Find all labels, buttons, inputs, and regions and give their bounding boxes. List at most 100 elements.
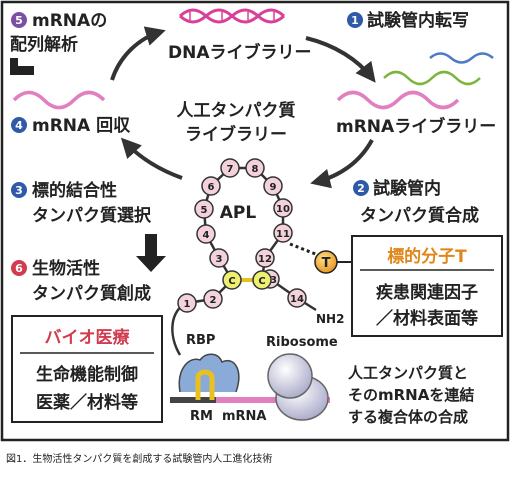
step-3-badge	[11, 182, 27, 198]
apl-residue-label: 10	[276, 204, 290, 215]
apl-residue	[255, 248, 275, 268]
bio-box-frame	[11, 315, 163, 423]
apl-residue	[203, 289, 223, 309]
apl-residue-label: 3	[216, 254, 223, 265]
apl-nh2-label: NH2	[316, 312, 344, 326]
step-5-line2: 配列解析	[10, 34, 78, 55]
dna-library-label: DNAライブラリー	[168, 42, 312, 63]
step-5-line1: mRNAの	[32, 11, 107, 31]
step-1-text: 試験管内転写	[367, 10, 469, 31]
figure-caption: 図1．生物活性タンパク質を創成する試験管内人工進化技術	[6, 452, 272, 465]
apl-residue-label: 4	[203, 230, 210, 241]
step-4-badge	[11, 117, 27, 133]
step-1-badge	[347, 12, 363, 28]
protein-library-line1: 人工タンパク質	[177, 100, 296, 121]
apl-residue	[220, 158, 240, 178]
step-1-number: 1	[351, 14, 359, 27]
complex-desc-line3: する複合体の合成	[348, 408, 468, 426]
step-2-badge	[353, 180, 369, 196]
mrna-protein-complex: RBP Ribosome RM mRNA 人工タンパク質と そのmRNAを連結 …	[170, 333, 474, 426]
apl-residue-label: 7	[227, 164, 234, 175]
step-2-line2: タンパク質合成	[360, 205, 479, 226]
step-3-line2: タンパク質選択	[32, 205, 152, 226]
outer-frame	[0, 0, 510, 442]
complex-desc-line2: そのmRNAを連結	[348, 386, 474, 404]
apl-residue	[273, 223, 293, 243]
step-4-text: mRNA 回収	[32, 116, 131, 136]
ribosome-large-subunit	[267, 353, 313, 399]
apl-residue	[245, 158, 265, 178]
complex-desc-line1: 人工タンパク質と	[348, 364, 468, 382]
apl-backbone	[186, 166, 298, 305]
rbp-label: RBP	[186, 333, 215, 348]
step-3-number: 3	[15, 184, 23, 197]
step-2-number: 2	[357, 182, 365, 195]
cycle-arrow-dna-to-mrna	[305, 36, 376, 83]
target-molecule-icon	[314, 250, 338, 274]
apl-residue-label: 2	[210, 295, 217, 306]
selection-down-arrow	[136, 234, 166, 272]
step-5-number: 5	[15, 14, 23, 27]
apl-cysteine	[252, 270, 272, 290]
step-1-group: 1 試験管内転写	[347, 10, 494, 86]
apl-residue-label: 5	[201, 205, 208, 216]
step-2-line1: 試験管内	[373, 178, 441, 199]
target-t-label: T	[322, 256, 331, 271]
apl-residue	[287, 288, 307, 308]
apl-residue	[201, 176, 221, 196]
step-6-line2: タンパク質創成	[32, 283, 151, 304]
apl-residue	[194, 199, 214, 219]
bio-box-title: バイオ医療	[45, 327, 131, 348]
step-4-number: 4	[15, 119, 23, 132]
left-mrna-wave	[12, 90, 106, 110]
dna-strand-2	[179, 8, 285, 24]
target-box-frame	[351, 235, 503, 337]
protein-library-line2: ライブラリー	[185, 124, 287, 145]
step-5-group: 5 mRNAの 配列解析	[10, 11, 107, 75]
target-box-title: 標的分子T	[387, 246, 467, 267]
sequence-analysis-icon	[10, 58, 34, 75]
cycle-arrow-protein-to-recovery	[120, 137, 183, 180]
bio-box-line2: 医薬／材料等	[36, 392, 138, 413]
ribosome-label: Ribosome	[266, 335, 338, 350]
green-wave-icon	[383, 70, 481, 86]
step-6-line1: 生物活性	[32, 258, 100, 279]
apl-residue-label: 1	[184, 299, 191, 310]
target-box-line2: ／材料表面等	[376, 308, 478, 329]
mrna-library-wave	[336, 90, 460, 110]
bio-medical-box: バイオ医療 生命機能制御 医薬／材料等	[11, 315, 163, 423]
target-box-line1: 疾患関連因子	[376, 282, 478, 303]
target-box: 標的分子T 疾患関連因子 ／材料表面等	[351, 235, 503, 337]
step-3-group: 3 標的結合性 タンパク質選択	[11, 180, 152, 226]
apl-residue	[177, 293, 197, 313]
apl-cysteine-label: C	[228, 276, 235, 287]
mrna-library-label: mRNAライブラリー	[336, 116, 496, 137]
cycle-arrow-5-to-dna	[110, 26, 166, 81]
step-6-badge	[11, 260, 27, 276]
target-binding-link	[289, 242, 319, 257]
step-3-line1: 標的結合性	[32, 180, 117, 201]
dna-library: DNAライブラリー	[168, 8, 312, 63]
complex-mrna-label: mRNA	[222, 409, 267, 424]
apl-residue-label: 12	[258, 254, 272, 265]
blue-wave-icon	[429, 52, 494, 64]
apl-residue	[196, 224, 216, 244]
step-5-badge	[11, 12, 27, 28]
apl-residue-label: 8	[252, 164, 259, 175]
bio-box-line1: 生命機能制御	[36, 364, 138, 385]
apl-peptide: APL 1234567891011121314CCNH2	[171, 158, 344, 356]
apl-residue	[209, 248, 229, 268]
apl-residue	[273, 198, 293, 218]
cycle-arrow-mrna-to-protein	[310, 139, 374, 189]
apl-residue-label: 9	[270, 182, 277, 193]
apl-residue-label: 14	[290, 294, 304, 305]
apl-residue-label: 11	[276, 229, 290, 240]
apl-label: APL	[220, 203, 257, 223]
step-6-group: 6 生物活性 タンパク質創成	[11, 258, 151, 304]
apl-cysteine	[222, 270, 242, 290]
apl-residue	[263, 176, 283, 196]
step-6-number: 6	[15, 262, 23, 275]
step-4-group: 4 mRNA 回収	[11, 116, 131, 136]
